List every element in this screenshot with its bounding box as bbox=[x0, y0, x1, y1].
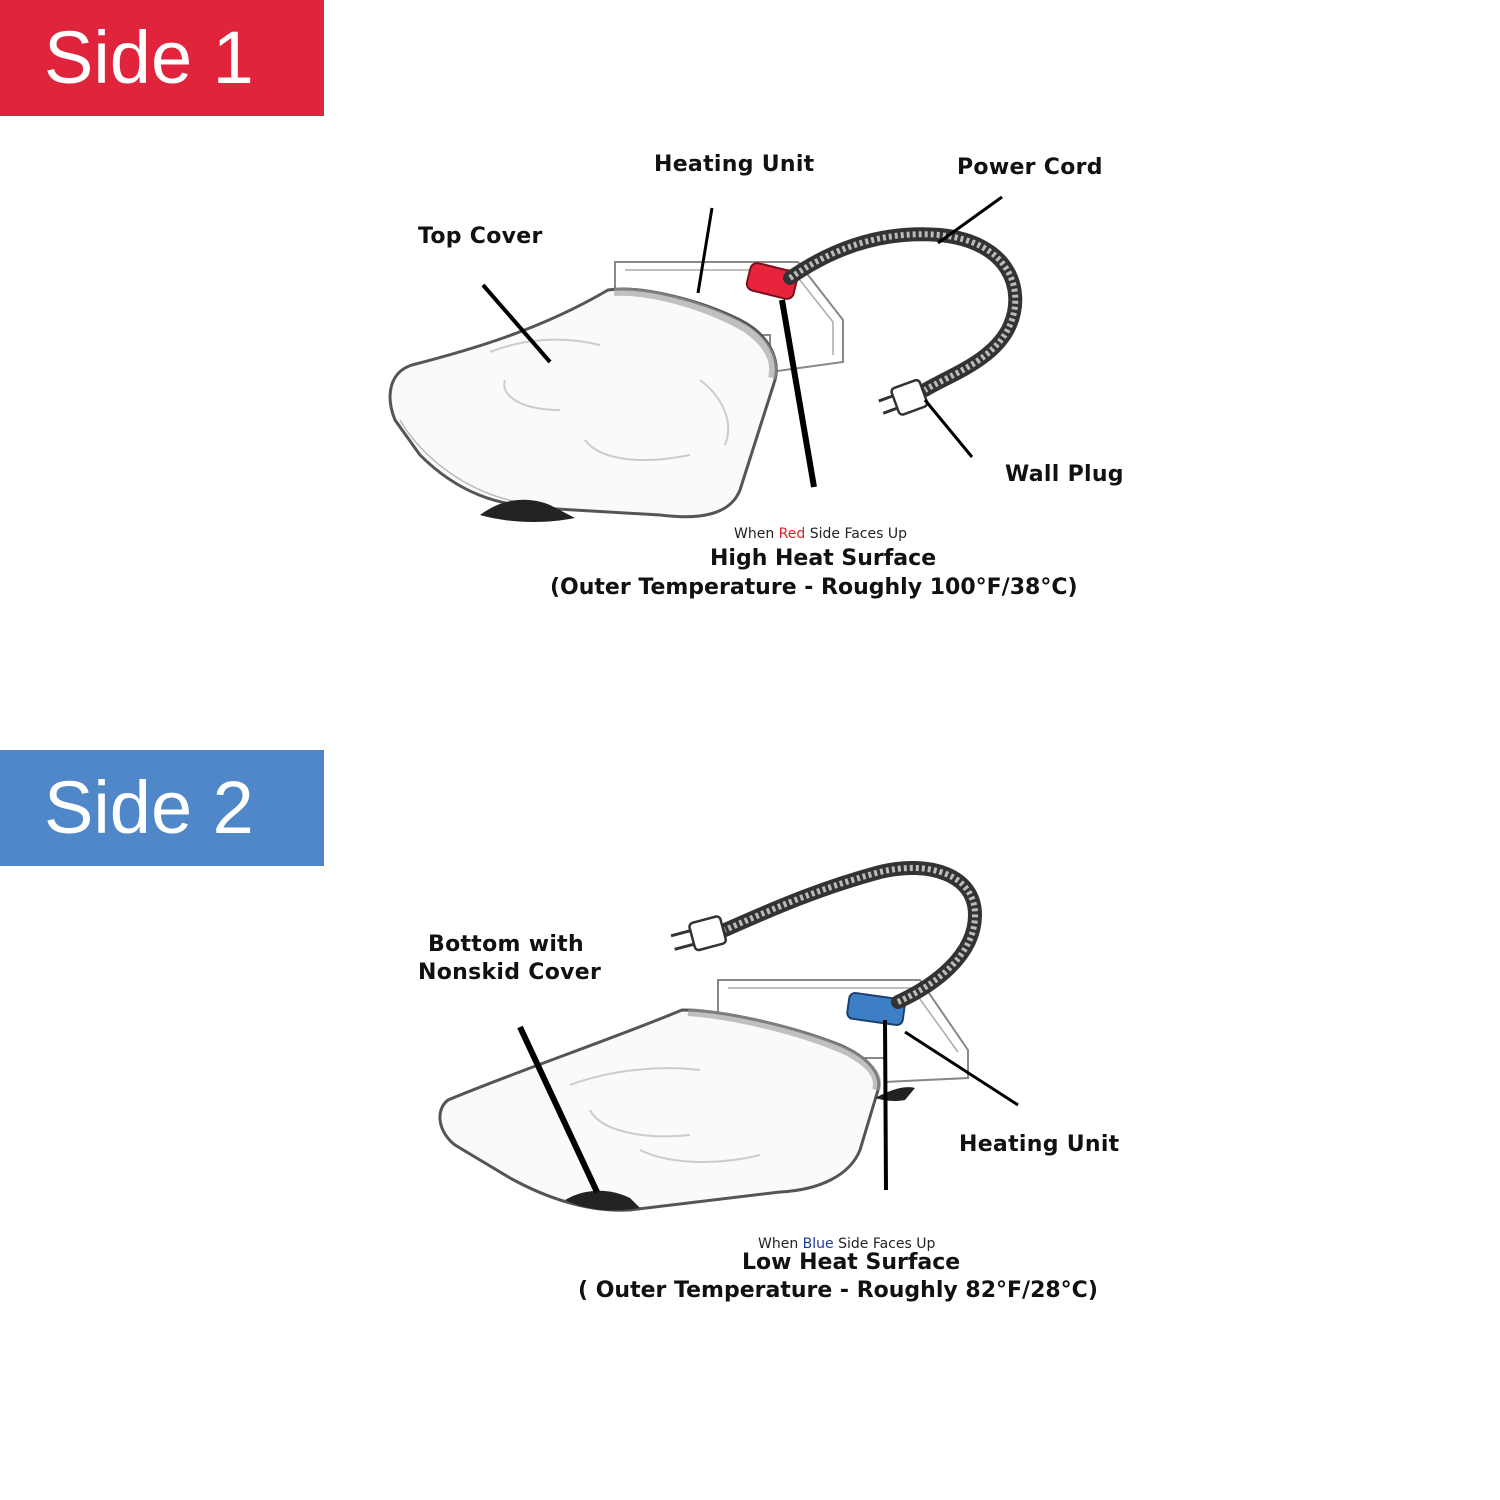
side1-caption-subtitle: (Outer Temperature - Roughly 100°F/38°C) bbox=[550, 575, 1078, 600]
side1-top-cover-leader bbox=[481, 283, 552, 364]
side2-caption-subtitle: ( Outer Temperature - Roughly 82°F/28°C) bbox=[578, 1278, 1098, 1303]
side-1-banner: Side 1 bbox=[0, 0, 324, 116]
side2-illustration bbox=[438, 861, 1019, 1212]
side2-blue-tag-leader bbox=[883, 1019, 888, 1191]
side1-heating-unit-leader bbox=[696, 207, 714, 294]
side2-nonskid-cover bbox=[565, 1190, 640, 1211]
side1-wall-plug-label: Wall Plug bbox=[1005, 462, 1124, 487]
side2-heating-unit-leader bbox=[904, 1030, 1019, 1107]
side2-bottom-label-line1: Bottom with bbox=[428, 932, 584, 957]
side1-top-cover bbox=[388, 287, 778, 519]
side2-wall-plug bbox=[670, 915, 728, 952]
side2-bottom-label-line2: Nonskid Cover bbox=[418, 960, 602, 985]
side1-caption-title: High Heat Surface bbox=[710, 546, 937, 571]
side1-wall-plug bbox=[878, 378, 929, 416]
side1-power-cord-label: Power Cord bbox=[957, 155, 1103, 180]
side1-wall-plug-leader bbox=[923, 399, 974, 458]
side1-heating-unit-label: Heating Unit bbox=[654, 152, 815, 177]
side1-top-cover-label: Top Cover bbox=[418, 224, 543, 249]
side1-red-word: Red bbox=[778, 526, 806, 542]
side2-when-note: When Blue Side Faces Up bbox=[758, 1236, 936, 1252]
side2-bottom-leader bbox=[517, 1025, 600, 1194]
side1-when-note: When Red Side Faces Up bbox=[734, 526, 907, 542]
side2-blue-word: Blue bbox=[802, 1236, 834, 1252]
side1-red-tag-leader bbox=[779, 299, 817, 488]
side1-illustration bbox=[388, 195, 1023, 522]
side-2-banner: Side 2 bbox=[0, 750, 324, 866]
side1-red-tag bbox=[745, 262, 799, 300]
side2-blue-tag bbox=[846, 992, 906, 1026]
side2-caption-title: Low Heat Surface bbox=[742, 1250, 961, 1275]
side2-heating-unit-label: Heating Unit bbox=[959, 1132, 1120, 1157]
side1-power-cord bbox=[783, 227, 1023, 397]
side1-power-cord-leader bbox=[937, 195, 1003, 245]
side1-nonskid-corner bbox=[480, 499, 575, 522]
